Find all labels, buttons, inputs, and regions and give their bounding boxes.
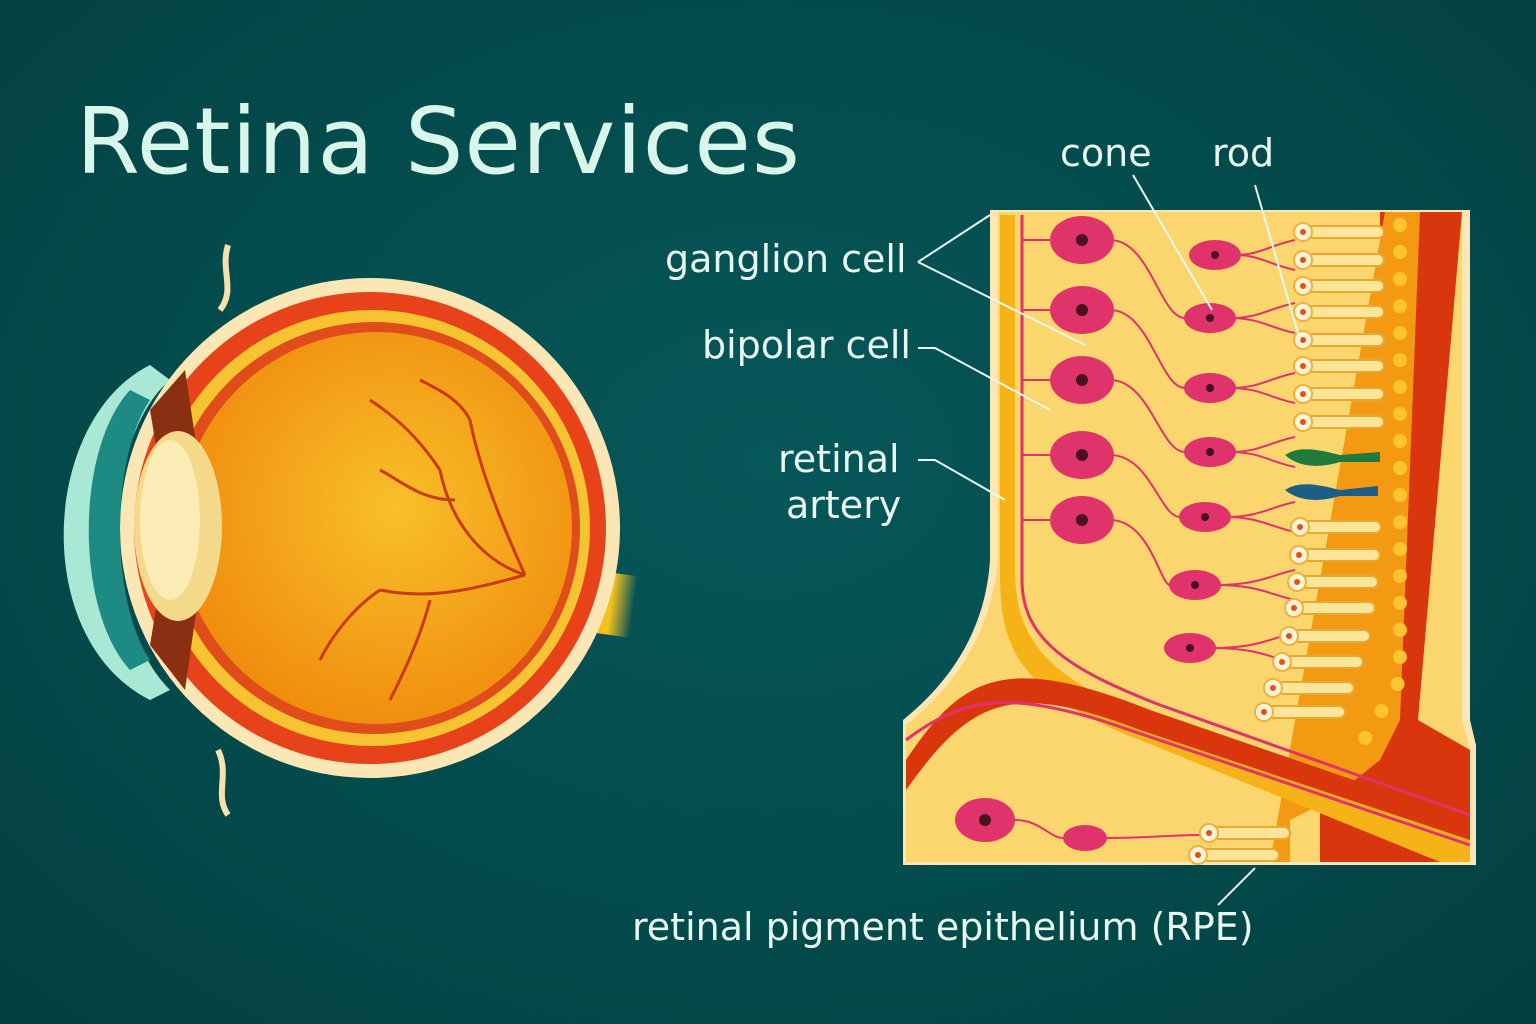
rod-nucleus — [1300, 283, 1306, 289]
label-rod: rod — [1212, 131, 1275, 175]
rpe-granule — [1393, 434, 1407, 448]
ganglion-axon — [1022, 379, 1186, 453]
rod-nucleus — [1300, 309, 1306, 315]
ganglion-nucleus — [1076, 514, 1088, 526]
bipolar-nucleus — [1191, 581, 1199, 589]
bipolar-nucleus — [1211, 251, 1219, 259]
bipolar-nucleus — [1206, 384, 1214, 392]
retinal-vessels — [318, 378, 527, 701]
rpe-granule — [1393, 380, 1407, 394]
label-bipolar-cell: bipolar cell — [702, 323, 911, 367]
rod-nucleus — [1261, 709, 1267, 715]
rpe-granule — [1393, 542, 1407, 556]
bipolar-nucleus — [1186, 644, 1194, 652]
rpe-granule — [1393, 272, 1407, 286]
bipolar-dendrite — [1229, 436, 1296, 468]
ganglion-axon — [1022, 519, 1171, 586]
rpe-granule — [1393, 488, 1407, 502]
bipolar-dendrite — [1224, 501, 1296, 533]
ganglion-nucleus — [1076, 449, 1088, 461]
ganglion-nucleus — [979, 814, 991, 826]
rod-nucleus — [1294, 579, 1300, 585]
rpe-granule — [1374, 704, 1389, 718]
bipolar-nucleus — [1206, 314, 1214, 322]
label-retinal-artery-2: artery — [786, 483, 902, 527]
rod-nucleus — [1270, 685, 1276, 691]
label-ganglion-cell: ganglion cell — [665, 237, 907, 281]
rpe-granule — [1393, 353, 1407, 367]
cone-cell-blue — [1285, 484, 1378, 500]
ganglion-nucleus — [1076, 374, 1088, 386]
rpe-granule — [1393, 299, 1407, 313]
bipolar-dendrite — [1229, 302, 1296, 334]
rpe-granule — [1393, 596, 1407, 610]
rpe-granule — [1393, 515, 1407, 529]
rpe-granule — [1393, 245, 1407, 259]
rod-nucleus — [1300, 337, 1306, 343]
rpe-granule — [1393, 569, 1407, 583]
rod-nucleus — [1300, 363, 1306, 369]
leader-lines — [917, 174, 1301, 906]
rpe-granule — [1393, 623, 1407, 637]
ganglion-axon — [1022, 454, 1181, 518]
rod-nucleus — [1300, 391, 1306, 397]
bipolar-nucleus — [1206, 448, 1214, 456]
rod-nucleus — [1195, 852, 1201, 858]
rpe-granule — [1393, 461, 1407, 475]
label-rpe: retinal pigment epithelium (RPE) — [632, 905, 1254, 949]
neuron-cells — [955, 216, 1407, 865]
rpe-granule — [1393, 407, 1407, 421]
rod-nucleus — [1300, 229, 1306, 235]
ganglion-nucleus — [1076, 234, 1088, 246]
ganglion-axon — [1022, 239, 1186, 319]
rpe-layer — [1270, 212, 1420, 862]
rpe-granule — [1393, 218, 1407, 232]
eye-cross-section — [63, 244, 639, 817]
rpe-granule — [1358, 731, 1373, 745]
optic-nerve-top — [217, 244, 231, 312]
rod-nucleus — [1279, 659, 1285, 665]
bipolar-dendrite — [1014, 819, 1201, 839]
rod-nucleus — [1206, 830, 1212, 836]
optic-nerve-bottom — [215, 748, 231, 817]
rod-nucleus — [1300, 257, 1306, 263]
bipolar-dendrite — [1229, 372, 1296, 404]
bipolar-cell — [1063, 825, 1107, 851]
rpe-granule — [1390, 677, 1405, 691]
ganglion-nucleus — [1076, 304, 1088, 316]
rpe-granule — [1393, 326, 1407, 340]
rod-nucleus — [1297, 524, 1303, 530]
vitreous — [180, 332, 572, 724]
label-retinal-artery-1: retinal — [778, 437, 900, 481]
bipolar-nucleus — [1201, 513, 1209, 521]
cone-cell-green — [1285, 449, 1380, 466]
page-title: Retina Services — [76, 88, 801, 195]
retina-section — [903, 210, 1476, 865]
rpe-granule — [1393, 650, 1407, 664]
bipolar-dendrite — [1234, 239, 1296, 271]
label-cone: cone — [1060, 131, 1152, 175]
rod-nucleus — [1296, 552, 1302, 558]
ganglion-axon — [1022, 309, 1186, 389]
bipolar-dendrite — [1214, 569, 1296, 601]
rod-nucleus — [1291, 605, 1297, 611]
rod-nucleus — [1286, 633, 1292, 639]
rod-nucleus — [1300, 419, 1306, 425]
